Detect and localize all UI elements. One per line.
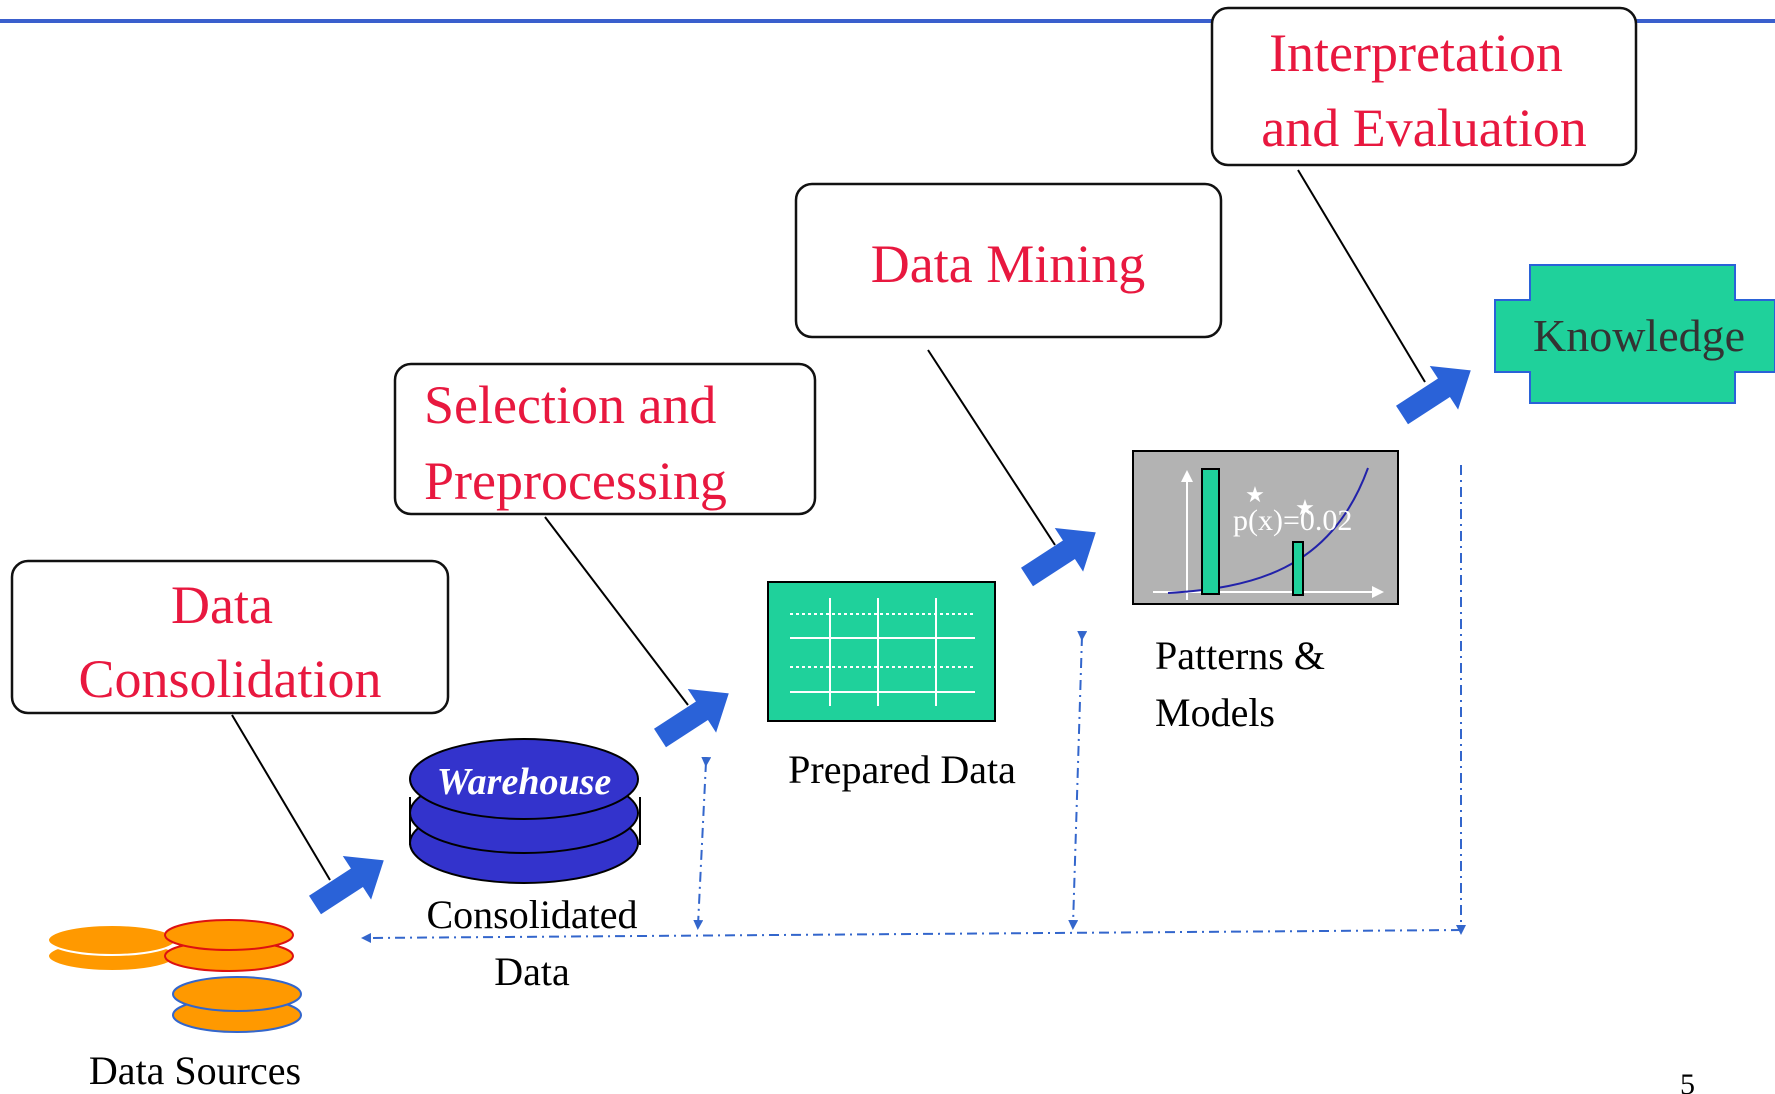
data-sources-label: Data Sources (89, 1048, 301, 1093)
patterns-label-line2: Models (1155, 690, 1275, 735)
prepared-data-icon (767, 581, 996, 722)
star-icon: ★ (1245, 482, 1265, 507)
step-label-line1: Data (171, 575, 273, 635)
step-selection-preprocessing: Selection and Preprocessing (393, 362, 817, 516)
step-data-mining: Data Mining (794, 182, 1223, 339)
step-interpretation-evaluation: Interpretation and Evaluation (1210, 6, 1638, 167)
connector-mining (927, 349, 1056, 546)
consolidated-label-line2: Data (494, 949, 570, 994)
connector-consolidation (231, 714, 331, 881)
knowledge-label: Knowledge (1533, 310, 1745, 361)
step-label-line1: Interpretation (1269, 23, 1563, 83)
feedback-loop (361, 465, 1466, 943)
flow-arrow-1 (309, 855, 384, 915)
warehouse-icon: Warehouse (409, 738, 641, 884)
formula-label: p(x)=0.02 (1233, 504, 1352, 537)
page-number: 5 (1680, 1068, 1695, 1094)
patterns-models-icon: ★ ★ p(x)=0.02 (1132, 450, 1399, 605)
consolidated-label-line1: Consolidated (426, 892, 637, 937)
star-icon: ★ (1295, 495, 1315, 520)
patterns-label-line1: Patterns & (1155, 633, 1325, 678)
flow-arrow-3 (1021, 527, 1096, 587)
step-label-line2: Consolidation (78, 649, 381, 709)
step-label-line2: and Evaluation (1261, 98, 1586, 158)
flow-arrow-4 (1396, 365, 1471, 425)
warehouse-label: Warehouse (437, 761, 612, 803)
data-sources-icon (47, 919, 302, 1033)
step-label-line2: Preprocessing (424, 451, 727, 511)
step-data-consolidation: Data Consolidation (10, 559, 450, 715)
knowledge-node: Knowledge (1494, 264, 1775, 404)
flow-arrow-2 (654, 688, 729, 748)
step-label-line1: Data Mining (871, 234, 1145, 294)
connector-selection (544, 516, 689, 706)
step-label-line1: Selection and (424, 375, 716, 435)
connector-interpretation (1297, 169, 1426, 383)
prepared-data-label: Prepared Data (788, 747, 1016, 792)
